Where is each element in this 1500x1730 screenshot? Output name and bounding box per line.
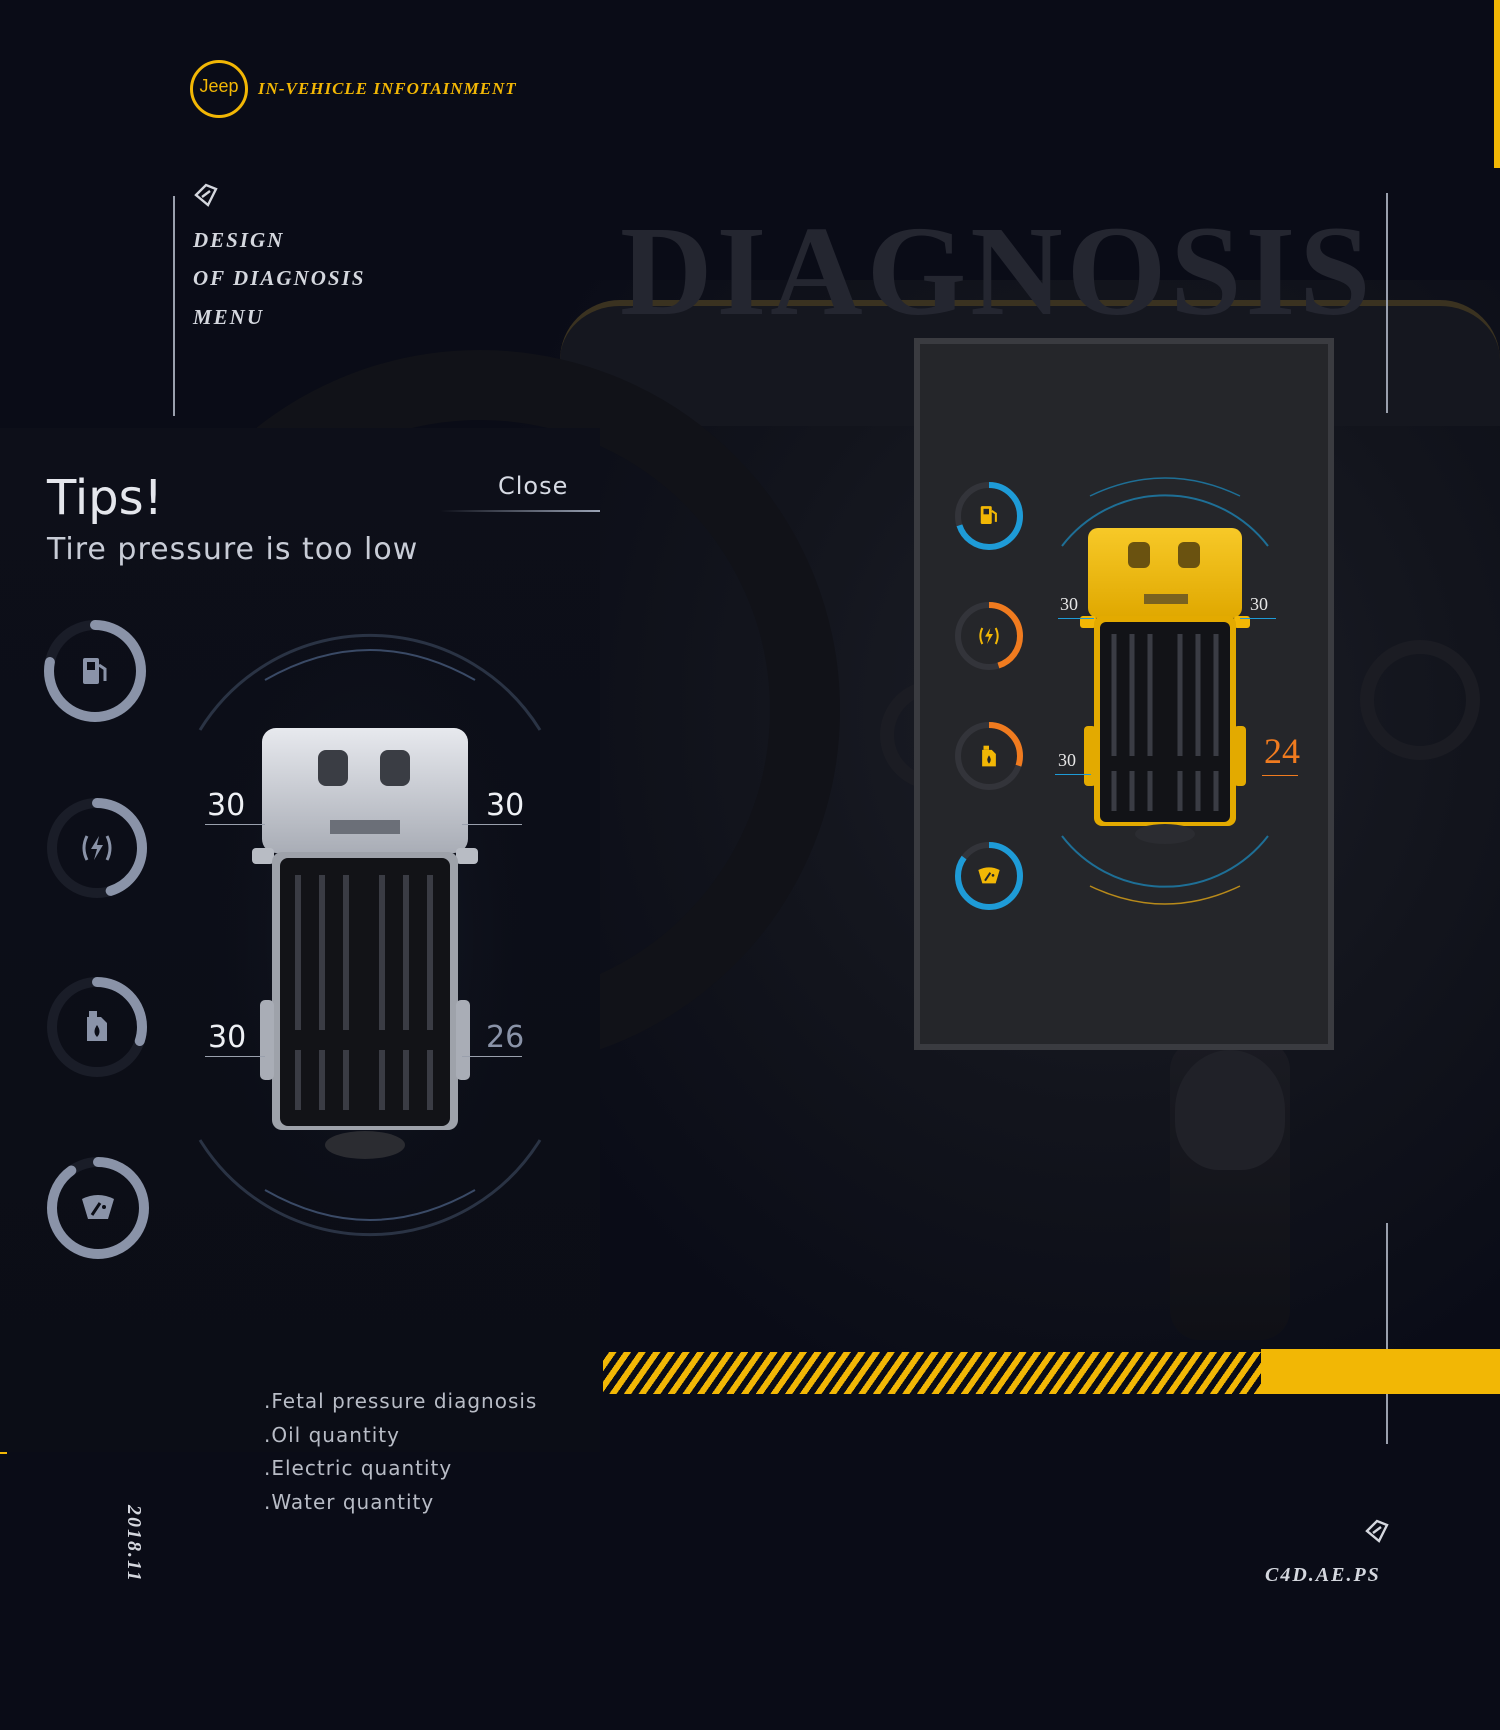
tire-pressure-front-right: 30 <box>486 788 525 823</box>
jeep-logo <box>190 60 248 118</box>
pen-tool-icon <box>194 183 218 207</box>
tire-pressure-rear-left: 30 <box>208 1020 247 1055</box>
gear-shift-knob <box>1175 1050 1285 1170</box>
tire-pressure-front-left: 30 <box>207 788 246 823</box>
tips-title: Tips! <box>47 470 163 526</box>
pressure-underline <box>205 1056 265 1057</box>
right-battery-gauge[interactable] <box>953 600 1025 676</box>
fuel-gauge-ring <box>44 620 146 722</box>
battery-gauge[interactable] <box>45 796 149 904</box>
feature-item: .Electric quantity <box>264 1456 453 1480</box>
fuel-gauge[interactable] <box>42 618 148 728</box>
side-title-line: MENU <box>193 305 265 329</box>
windshield-washer-icon <box>978 867 1000 884</box>
feature-list: .Fetal pressure diagnosis .Oil quantity … <box>264 1385 537 1519</box>
accent-bar-top <box>1494 0 1500 168</box>
battery-gauge-ring <box>47 798 147 898</box>
windshield-washer-icon <box>82 1195 114 1219</box>
date-label: 2018.11 <box>123 1505 145 1583</box>
background-word: DIAGNOSIS <box>620 200 1375 342</box>
right-tire-front-left: 30 <box>1060 594 1078 614</box>
divider-line <box>173 196 175 416</box>
fuel-pump-icon <box>980 506 997 524</box>
side-title-line: DESIGN <box>193 228 285 252</box>
pressure-underline <box>205 824 265 825</box>
feature-item: .Water quantity <box>264 1489 435 1514</box>
divider-line <box>1386 193 1388 413</box>
oil-can-icon <box>982 745 996 767</box>
tips-message: Tire pressure is too low <box>47 532 419 567</box>
car-top-view-left <box>190 605 550 1265</box>
divider-line <box>1386 1223 1388 1444</box>
battery-charge-icon <box>82 835 112 861</box>
oil-can-icon <box>87 1011 107 1041</box>
brand-title: IN-VEHICLE INFOTAINMENT <box>258 79 517 98</box>
oil-gauge[interactable] <box>45 975 149 1083</box>
hazard-solid-bar <box>1261 1349 1500 1394</box>
tire-pressure-rear-right-low: 26 <box>486 1020 525 1055</box>
right-battery-ring <box>955 602 1023 670</box>
right-oil-ring <box>955 722 1023 790</box>
right-washer-ring <box>955 842 1023 910</box>
washer-gauge-ring <box>47 1157 149 1259</box>
pressure-underline <box>1240 618 1276 619</box>
right-fuel-ring <box>955 482 1023 550</box>
side-title-line: OF DIAGNOSIS <box>193 266 366 290</box>
close-button[interactable]: Close <box>498 472 569 500</box>
pressure-underline <box>462 824 522 825</box>
pressure-underline <box>462 1056 522 1057</box>
oil-gauge-ring <box>47 977 147 1077</box>
right-tire-rear-left: 30 <box>1058 750 1076 770</box>
right-oil-gauge[interactable] <box>953 720 1025 796</box>
right-tire-front-right: 30 <box>1250 594 1268 614</box>
right-fuel-gauge[interactable] <box>953 480 1025 556</box>
tools-label: C4D.AE.PS <box>1265 1564 1381 1586</box>
close-underline <box>440 510 600 512</box>
pressure-underline <box>1262 775 1298 776</box>
jeep-logo-text: Jeep <box>199 76 239 96</box>
car-top-view-right <box>1061 477 1269 905</box>
pressure-underline <box>1055 774 1091 775</box>
hazard-stripe <box>603 1352 1261 1394</box>
air-vent <box>1360 640 1480 760</box>
right-washer-gauge[interactable] <box>953 840 1025 916</box>
pen-tool-icon <box>1365 1519 1389 1543</box>
feature-item: .Oil quantity <box>264 1422 400 1447</box>
feature-item: .Fetal pressure diagnosis <box>264 1389 538 1413</box>
right-tire-rear-right-warning: 24 <box>1264 731 1300 771</box>
fuel-pump-icon <box>83 658 107 684</box>
washer-fluid-gauge[interactable] <box>45 1155 151 1265</box>
battery-charge-icon <box>979 627 999 645</box>
pressure-underline <box>1058 618 1094 619</box>
